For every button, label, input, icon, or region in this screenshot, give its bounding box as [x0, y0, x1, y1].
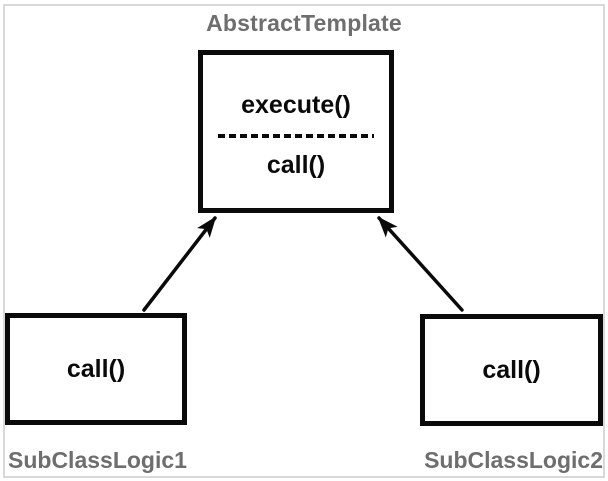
inheritance-arrow-right: [377, 216, 464, 312]
abstract-method-call: call(): [266, 150, 326, 179]
methods-divider: [218, 133, 374, 138]
subclass2-label: SubClassLogic2: [424, 447, 603, 473]
abstract-class-name: AbstractTemplate: [206, 10, 402, 36]
abstract-class-box: execute() call(): [198, 50, 394, 213]
subclass2-method-call: call(): [482, 356, 541, 384]
abstract-method-execute: execute(): [241, 90, 351, 119]
subclass1-method-call: call(): [66, 355, 126, 383]
subclass1-label: SubClassLogic1: [8, 447, 187, 473]
subclass2-box: call(): [420, 314, 603, 426]
inheritance-arrow-left: [142, 216, 217, 312]
subclass1-box: call(): [5, 313, 187, 425]
